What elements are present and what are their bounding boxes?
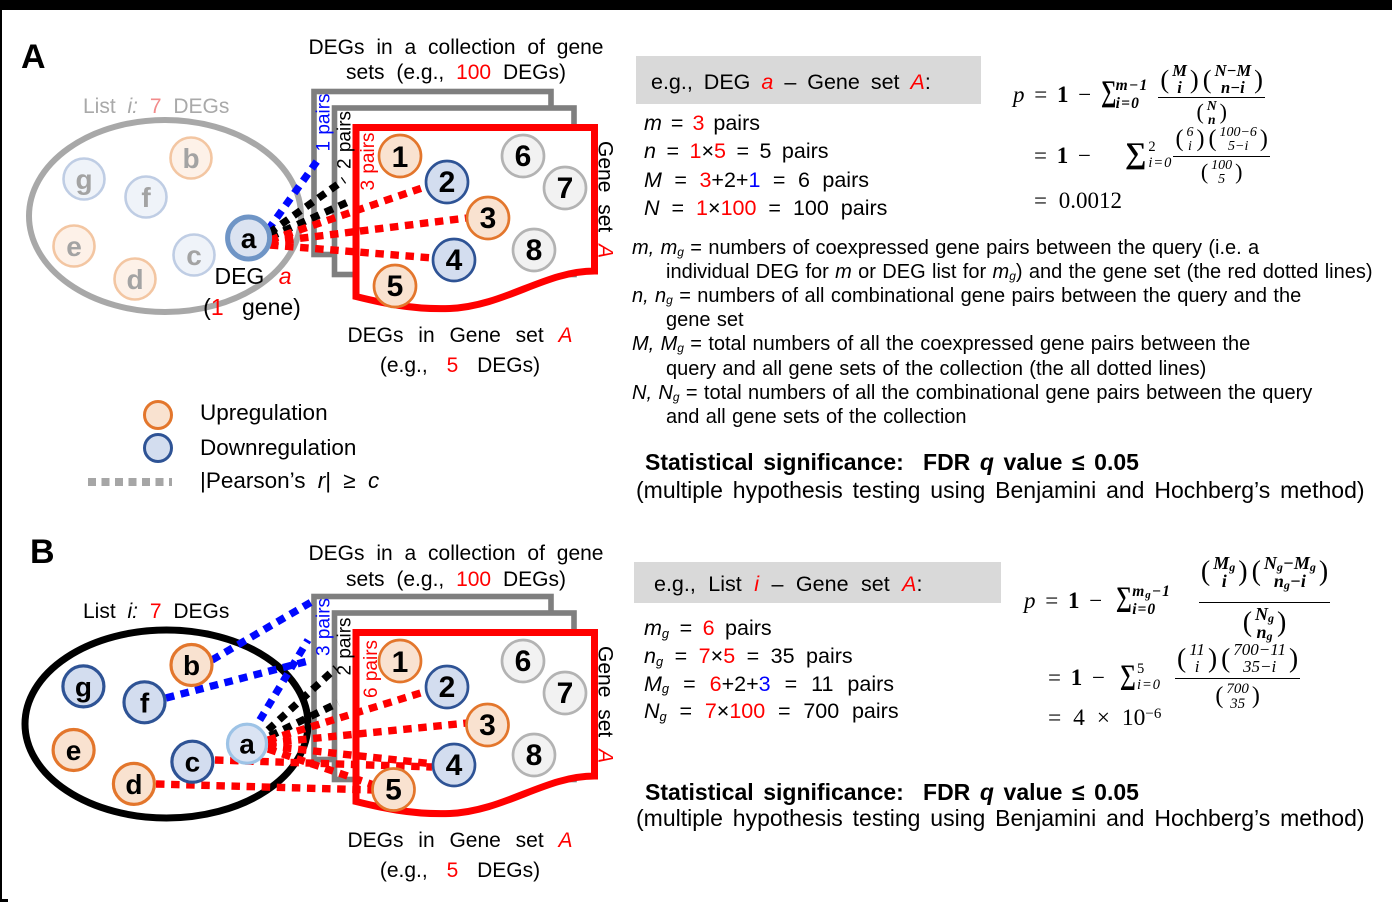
- svg-text:3: 3: [480, 202, 497, 235]
- svg-text:4: 4: [446, 244, 463, 277]
- svg-text:c: c: [185, 747, 201, 778]
- svg-text:8: 8: [526, 739, 543, 772]
- svg-text:3 pairs: 3 pairs: [358, 132, 379, 190]
- svg-text:Gene set A: Gene set A: [594, 141, 617, 258]
- svg-text:2: 2: [439, 671, 456, 704]
- svg-text:3: 3: [479, 709, 496, 742]
- svg-text:5: 5: [387, 270, 404, 303]
- svg-text:a: a: [239, 729, 255, 760]
- svg-text:c: c: [186, 240, 202, 271]
- svg-text:g: g: [75, 671, 92, 702]
- svg-text:4: 4: [446, 749, 463, 782]
- svg-text:5: 5: [385, 774, 402, 807]
- svg-text:a: a: [241, 223, 257, 254]
- svg-text:3 pairs: 3 pairs: [314, 598, 335, 656]
- svg-text:7: 7: [557, 677, 574, 710]
- svg-text:d: d: [126, 264, 143, 295]
- svg-text:b: b: [182, 143, 199, 174]
- svg-text:g: g: [75, 164, 92, 195]
- svg-text:f: f: [140, 687, 150, 718]
- svg-text:7: 7: [557, 172, 574, 205]
- svg-text:1: 1: [392, 141, 409, 174]
- svg-text:6 pairs: 6 pairs: [361, 640, 382, 698]
- svg-text:e: e: [66, 231, 82, 262]
- svg-text:6: 6: [515, 645, 532, 678]
- svg-text:f: f: [141, 182, 151, 213]
- svg-text:6: 6: [515, 140, 532, 173]
- svg-text:2 pairs: 2 pairs: [335, 617, 356, 675]
- svg-text:2 pairs: 2 pairs: [335, 111, 356, 169]
- svg-text:1 pairs: 1 pairs: [314, 93, 335, 151]
- svg-text:b: b: [183, 650, 200, 681]
- svg-text:2: 2: [439, 166, 456, 199]
- svg-text:Gene set A: Gene set A: [594, 646, 617, 763]
- svg-text:e: e: [66, 735, 82, 766]
- svg-text:8: 8: [526, 234, 543, 267]
- svg-text:1: 1: [392, 646, 409, 679]
- svg-text:d: d: [125, 769, 142, 800]
